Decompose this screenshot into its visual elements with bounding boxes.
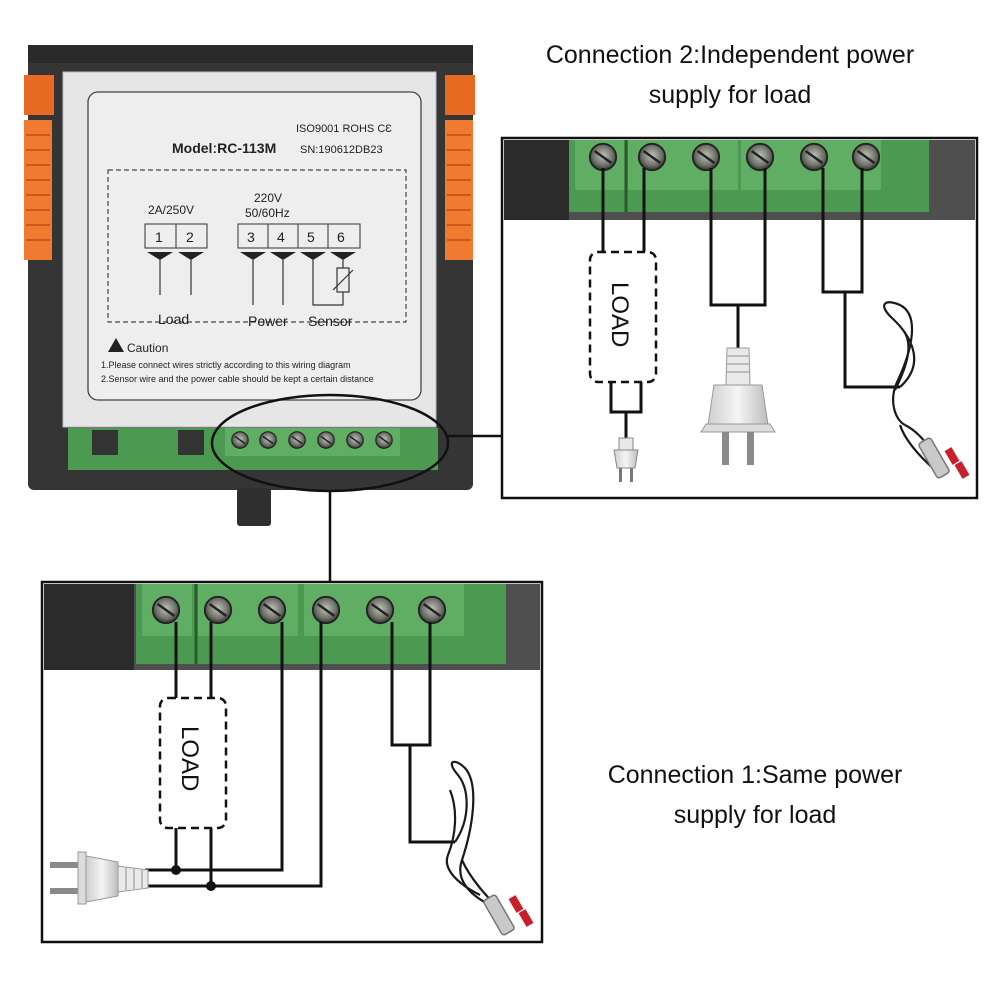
connection1-title-line1: Connection 1:Same power — [607, 761, 903, 789]
sensor-group-label: Sensor — [308, 313, 353, 329]
connection1-junction-2 — [206, 881, 216, 891]
terminal-label-6: 6 — [337, 229, 345, 245]
connection1-load-box — [158, 696, 228, 830]
connection2-temperature-sensor-icon — [883, 301, 970, 479]
connection1-power-plug-icon — [50, 851, 149, 905]
connection1-temperature-sensor-icon — [445, 760, 534, 936]
connection2-panel: LOAD — [500, 136, 979, 500]
connection1-panel: LOAD — [40, 580, 544, 944]
connection2-wires — [601, 168, 900, 440]
terminal-label-3: 3 — [247, 229, 255, 245]
connection2-load-box — [588, 250, 658, 384]
caution-line-1: 1.Please connect wires strictly accordin… — [101, 360, 351, 370]
power-group-label: Power — [248, 313, 288, 329]
connection2-title-line2: supply for load — [648, 81, 812, 109]
connection2-title-line1: Connection 2:Independent power — [545, 41, 915, 69]
power-rating-text: 220V — [254, 191, 282, 205]
connection1-title-line2: supply for load — [673, 801, 837, 829]
mounting-clip-left — [24, 75, 54, 260]
connection1-load-label: LOAD — [176, 726, 203, 791]
terminal-block-3-6: 3 4 5 6 — [237, 223, 361, 260]
terminal-label-4: 4 — [277, 229, 285, 245]
model-text: ModelːRC-113M — [172, 140, 276, 156]
caution-title: Caution — [127, 341, 168, 355]
terminal-label-5: 5 — [307, 229, 315, 245]
connection2-load-label: LOAD — [606, 282, 633, 347]
connection1-caption: Connection 1:Same power supply for load — [565, 755, 945, 835]
connection2-small-plug-icon — [613, 437, 639, 482]
terminal-label-1: 1 — [155, 229, 163, 245]
load-rating-text: 2A/250V — [148, 203, 194, 217]
serial-text: SN:190612DB23 — [300, 144, 383, 156]
connection2-power-plug-icon — [700, 347, 776, 465]
caution-line-2: 2.Sensor wire and the power cable should… — [101, 374, 374, 384]
warning-icon — [108, 338, 124, 352]
terminal-block-1-2: 1 2 — [144, 223, 208, 260]
load-group-label: Load — [158, 311, 189, 327]
certification-text: ISO9001 ROHS ϹƐ — [296, 123, 392, 135]
connection1-wires — [145, 622, 455, 888]
controller-device: ISO9001 ROHS ϹƐ ModelːRC-113M SN:190612D… — [24, 45, 475, 526]
connection2-caption: Connection 2:Independent power supply fo… — [505, 35, 955, 115]
power-freq-text: 50/60Hz — [245, 206, 290, 220]
terminal-label-2: 2 — [186, 229, 194, 245]
mounting-clip-right — [445, 75, 475, 260]
connection1-junction-1 — [171, 865, 181, 875]
